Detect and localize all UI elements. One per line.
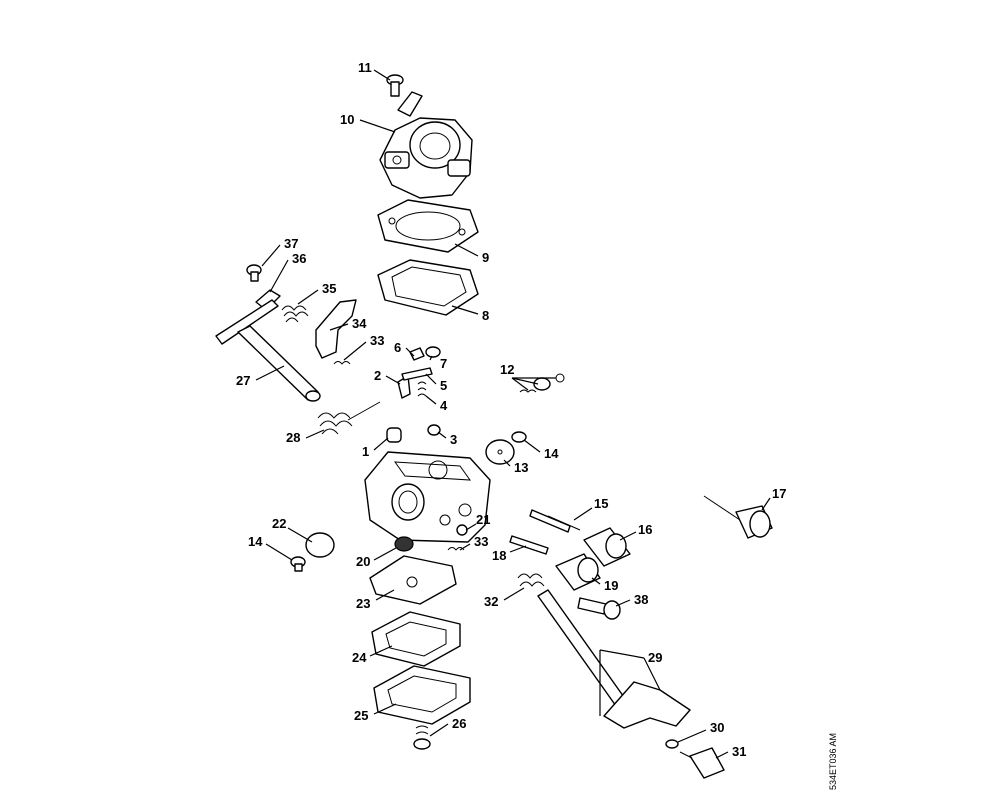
- label-14-top: 14: [544, 446, 559, 461]
- label-31: 31: [732, 744, 746, 759]
- label-37: 37: [284, 236, 298, 251]
- label-29: 29: [648, 650, 662, 665]
- part-1-plug: [386, 427, 402, 443]
- label-18: 18: [492, 548, 506, 563]
- label-34: 34: [352, 316, 367, 331]
- label-14-bottom: 14: [248, 534, 263, 549]
- label-13: 13: [514, 460, 528, 475]
- part-38-screw: [577, 597, 621, 620]
- part-30-washer: [665, 739, 679, 749]
- part-10-cover: [379, 91, 473, 199]
- label-15: 15: [594, 496, 608, 511]
- label-33-top: 33: [370, 333, 384, 348]
- label-33-bottom: 33: [474, 534, 488, 549]
- label-9: 9: [482, 250, 489, 265]
- part-17-needle: [703, 495, 773, 539]
- label-23: 23: [356, 596, 370, 611]
- part-9-gasket: [377, 199, 479, 253]
- part-22-plate: [305, 532, 335, 558]
- label-27: 27: [236, 373, 250, 388]
- part-18-needle: [509, 535, 549, 555]
- label-30: 30: [710, 720, 724, 735]
- part-33b-spring: [447, 547, 465, 551]
- part-14-screw-bottom: [290, 556, 306, 572]
- label-36: 36: [292, 251, 306, 266]
- part-37-screw: [246, 264, 262, 282]
- label-3: 3: [450, 432, 457, 447]
- drawing-code: 534ET036 AM: [828, 733, 838, 790]
- label-16: 16: [638, 522, 652, 537]
- label-38: 38: [634, 592, 648, 607]
- label-11: 11: [358, 60, 372, 75]
- part-3-screen: [427, 424, 441, 436]
- part-5-lever: [401, 367, 433, 381]
- label-22: 22: [272, 516, 286, 531]
- part-34-lever: [315, 299, 357, 359]
- carburetor-body: [364, 451, 491, 543]
- label-4: 4: [440, 398, 448, 413]
- part-26-screw: [413, 725, 431, 750]
- part-27-shaft: [215, 299, 321, 402]
- part-8-gasket: [377, 259, 479, 316]
- label-25: 25: [354, 708, 368, 723]
- label-28: 28: [286, 430, 300, 445]
- label-12: 12: [500, 362, 514, 377]
- label-6: 6: [394, 340, 401, 355]
- part-33-spring: [333, 361, 351, 365]
- label-1: 1: [362, 444, 369, 459]
- label-5: 5: [440, 378, 447, 393]
- part-11-screw: [386, 74, 404, 97]
- part-14-screw-top: [511, 431, 527, 443]
- part-6-pin: [409, 347, 425, 361]
- part-20-screen: [394, 536, 414, 552]
- part-24-gasket: [371, 611, 461, 667]
- part-13-plate: [485, 439, 515, 465]
- label-17: 17: [772, 486, 786, 501]
- label-32: 32: [484, 594, 498, 609]
- label-2: 2: [374, 368, 381, 383]
- part-4-spring: [417, 381, 427, 397]
- label-19: 19: [604, 578, 618, 593]
- label-26: 26: [452, 716, 466, 731]
- label-10: 10: [340, 112, 354, 127]
- label-24: 24: [352, 650, 367, 665]
- part-21-ring: [456, 524, 468, 536]
- part-25-cover: [373, 665, 471, 725]
- part-15-needle: [529, 509, 581, 533]
- part-labels: 11 10 9 8 37 36 35 34 33 27 28 6 7 2 5 4…: [236, 60, 838, 790]
- part-7-screw: [425, 346, 441, 358]
- label-20: 20: [356, 554, 370, 569]
- part-32-spring: [517, 573, 545, 587]
- part-31-knob: [679, 747, 725, 779]
- part-29-shaft: [537, 589, 691, 729]
- part-28-spring: [317, 401, 381, 435]
- part-19-cap: [555, 553, 601, 591]
- label-7: 7: [440, 356, 447, 371]
- leader-lines: [255, 69, 771, 759]
- label-35: 35: [322, 281, 336, 296]
- label-21: 21: [476, 512, 490, 527]
- part-35-spring: [281, 305, 309, 323]
- label-8: 8: [482, 308, 489, 323]
